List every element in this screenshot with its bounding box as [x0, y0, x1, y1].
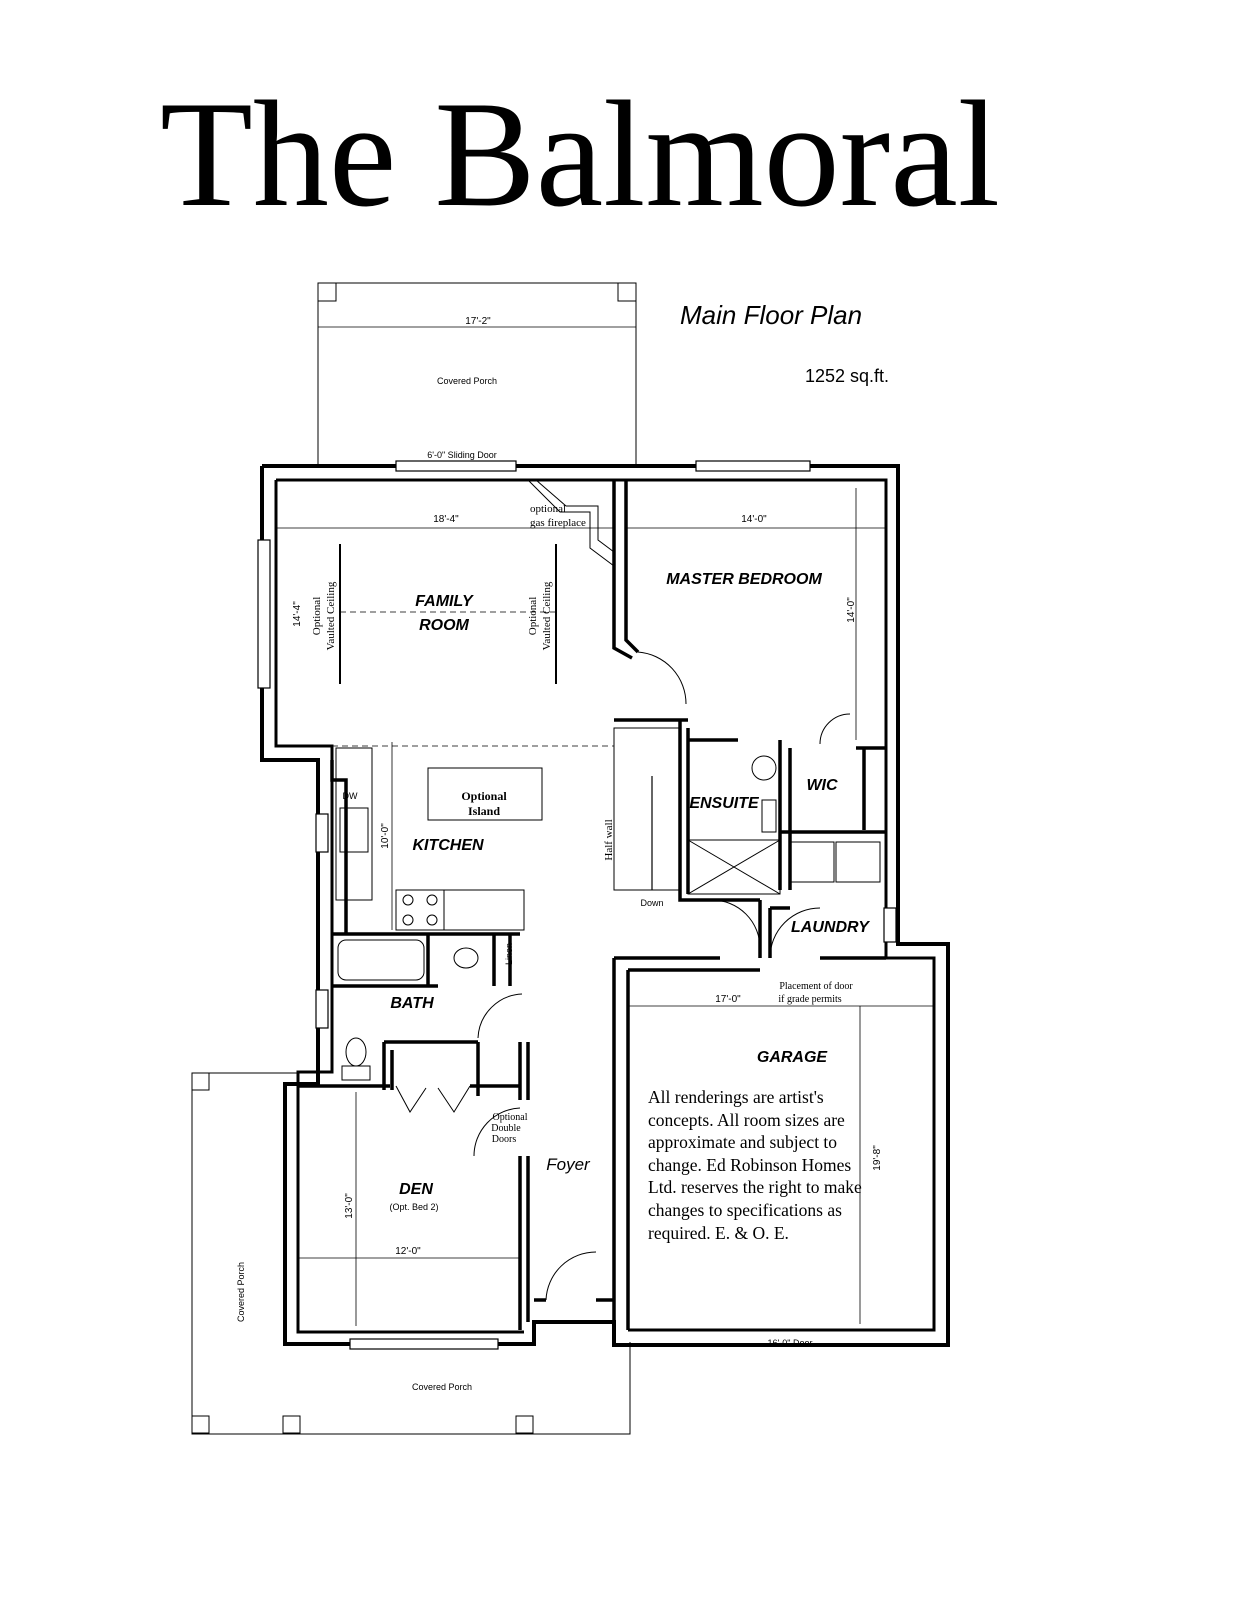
den-width-dim: 12'-0" — [395, 1246, 421, 1257]
family-room-label-2: ROOM — [419, 617, 469, 634]
side-porch-label: Covered Porch — [236, 1262, 246, 1322]
master-width-dim: 14'-0" — [741, 514, 767, 525]
den-note: (Opt. Bed 2) — [389, 1202, 438, 1212]
master-depth-dim: 14'-0" — [846, 597, 857, 623]
foyer-label: Foyer — [546, 1155, 591, 1174]
family-width-dim: 18'-4" — [433, 514, 459, 525]
garage-depth-dim: 19'-8" — [872, 1145, 883, 1171]
vaulted-left-2: Vaulted Ceiling — [325, 581, 337, 650]
garage-width-dim: 17'-0" — [715, 994, 741, 1005]
vaulted-right-1: Optional — [527, 597, 539, 636]
dimension-lines — [275, 486, 934, 1326]
den-depth-dim: 13'-0" — [344, 1193, 355, 1219]
bath-label: BATH — [390, 995, 434, 1012]
disclaimer-text: All renderings are artist's concepts. Al… — [648, 1087, 862, 1243]
dishwasher-label: DW — [343, 791, 358, 801]
plan-title: The Balmoral — [160, 70, 1000, 238]
porch-top-dim: 17'-2" — [465, 316, 491, 327]
sliding-door-label: 6'-0" Sliding Door — [427, 450, 496, 460]
garage-door-label: 16'-0" Door — [768, 1338, 813, 1348]
vaulted-left-1: Optional — [311, 597, 323, 636]
plan-heading: Main Floor Plan — [680, 300, 862, 330]
den-label: DEN — [399, 1181, 433, 1198]
ensuite-label: ENSUITE — [689, 795, 760, 812]
island-label-2: Island — [468, 804, 500, 818]
kitchen-label: KITCHEN — [412, 837, 484, 854]
windows — [257, 460, 897, 1350]
family-depth-dim: 14'-4" — [292, 601, 303, 627]
plan-area: 1252 sq.ft. — [805, 366, 889, 386]
laundry-door-note-2: if grade permits — [778, 994, 841, 1005]
linen-label: Linen — [504, 943, 514, 965]
laundry-label: LAUNDRY — [791, 919, 870, 936]
kitchen-depth-dim: 10'-0" — [380, 823, 391, 849]
rear-porch-label: Covered Porch — [437, 376, 497, 386]
master-bedroom-label: MASTER BEDROOM — [666, 571, 822, 588]
wic-label: WIC — [806, 777, 838, 794]
vaulted-right-2: Vaulted Ceiling — [541, 581, 553, 650]
exterior-walls — [260, 464, 950, 1347]
double-doors-note-1: Optional — [493, 1112, 528, 1123]
interior-walls — [298, 480, 886, 1340]
double-doors-note-2: Double — [491, 1123, 521, 1134]
garage-label: GARAGE — [757, 1049, 829, 1066]
family-room-label-1: FAMILY — [415, 593, 474, 610]
stair-down-label: Down — [640, 898, 663, 908]
rear-porch — [317, 282, 637, 464]
double-doors-note-3: Doors — [492, 1134, 517, 1145]
island-label-1: Optional — [461, 789, 507, 803]
front-porch — [191, 1072, 631, 1435]
laundry-door-note-1: Placement of door — [779, 981, 853, 992]
fireplace-note-2: gas fireplace — [530, 517, 586, 529]
front-porch-label: Covered Porch — [412, 1382, 472, 1392]
fixtures — [335, 479, 881, 1301]
fireplace-note-1: optional — [530, 503, 566, 515]
half-wall-label: Half wall — [603, 819, 615, 860]
